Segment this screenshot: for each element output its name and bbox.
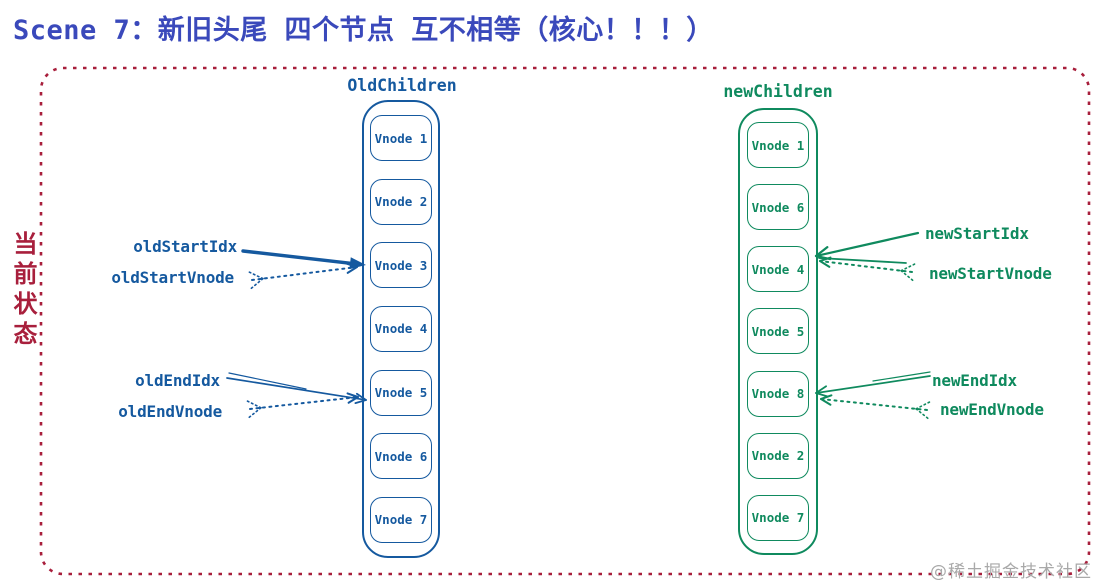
old-start-vnode-label: oldStartVnode (111, 268, 234, 287)
vnode-box: Vnode 7 (370, 496, 432, 543)
vnode-label: Vnode 2 (374, 194, 428, 210)
new-start-vnode-label: newStartVnode (929, 264, 1052, 283)
vnode-box: Vnode 5 (370, 369, 432, 416)
vnode-label: Vnode 7 (374, 512, 428, 528)
vnode-box: Vnode 2 (370, 178, 432, 225)
vnode-label: Vnode 1 (374, 130, 428, 146)
vnode-box: Vnode 2 (747, 432, 809, 479)
new-end-idx-label: newEndIdx (932, 371, 1017, 390)
vnode-label: Vnode 4 (751, 261, 805, 277)
vnode-box: Vnode 4 (370, 305, 432, 352)
vnode-label: Vnode 5 (374, 385, 428, 401)
vnode-label: Vnode 1 (751, 137, 805, 153)
old-children-list: Vnode 1 Vnode 2 Vnode 3 Vnode 4 Vnode 5 Vnode… (362, 100, 440, 558)
vnode-label: Vnode 5 (751, 323, 805, 339)
vnode-label: Vnode 2 (751, 448, 805, 464)
watermark: @稀土掘金技术社区 (930, 562, 1092, 582)
page-title: Scene 7：新旧头尾 四个节点 互不相等（核心！！！） (13, 15, 714, 46)
vnode-box: Vnode 8 (747, 370, 809, 417)
vnode-box: Vnode 5 (747, 308, 809, 355)
old-end-idx-label: oldEndIdx (135, 371, 220, 390)
vnode-box: Vnode 1 (747, 122, 809, 168)
vnode-box: Vnode 4 (747, 246, 809, 293)
new-end-vnode-label: newEndVnode (940, 400, 1044, 419)
new-start-idx-label: newStartIdx (925, 224, 1029, 243)
vnode-label: Vnode 7 (751, 510, 805, 526)
vnode-box: Vnode 3 (370, 242, 432, 289)
old-end-vnode-label: oldEndVnode (118, 402, 222, 421)
vnode-box: Vnode 6 (747, 184, 809, 231)
vnode-box: Vnode 6 (370, 433, 432, 480)
vnode-box: Vnode 7 (747, 494, 809, 541)
vnode-label: Vnode 6 (374, 448, 428, 464)
vnode-box: Vnode 1 (370, 115, 432, 161)
new-children-title: newChildren (723, 82, 833, 101)
current-state-label: 当前状态 (9, 231, 37, 351)
vnode-label: Vnode 4 (374, 321, 428, 337)
vnode-label: Vnode 6 (751, 199, 805, 215)
old-start-idx-label: oldStartIdx (133, 237, 237, 256)
old-children-title: OldChildren (347, 76, 457, 95)
new-children-list: Vnode 1 Vnode 6 Vnode 4 Vnode 5 Vnode 8 Vnode… (738, 108, 818, 555)
vnode-label: Vnode 8 (751, 386, 805, 402)
vnode-label: Vnode 3 (374, 257, 428, 273)
